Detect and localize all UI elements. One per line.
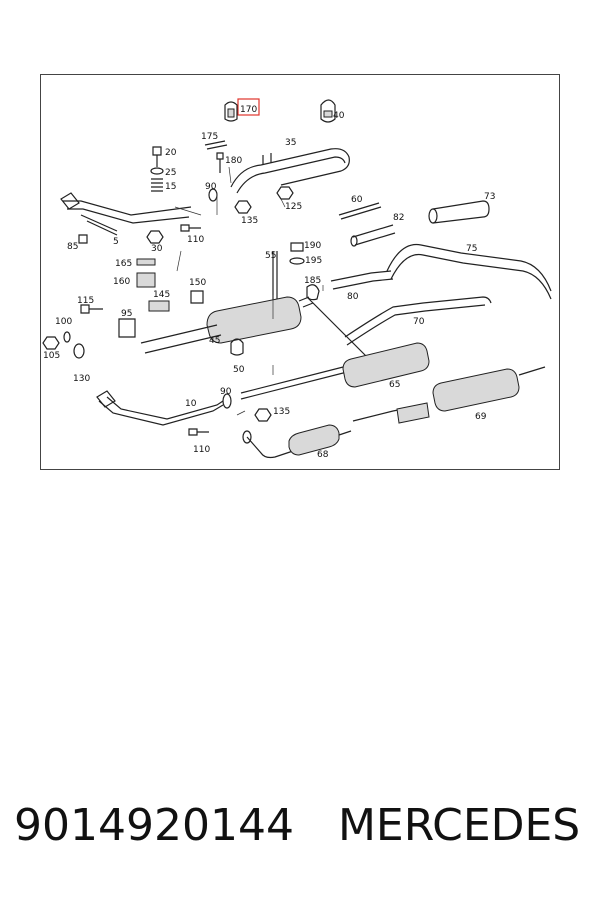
part-10-front-pipe[interactable] (96, 390, 224, 426)
callout-125[interactable]: 125 (285, 202, 302, 212)
callout-145[interactable]: 145 (153, 290, 170, 300)
callout-10[interactable]: 10 (185, 399, 197, 409)
part-5-downpipe[interactable] (60, 192, 192, 236)
part-69-rear-muffler[interactable] (352, 366, 546, 424)
part-170-clamp[interactable] (224, 101, 238, 122)
callout-135-upper[interactable]: 135 (241, 216, 258, 226)
part-50-clamp[interactable] (230, 338, 244, 356)
callout-55[interactable]: 55 (265, 251, 276, 261)
part-195-seal[interactable] (289, 257, 305, 265)
exhaust-parts-diagram: 170 40 175 35 20 180 25 90 15 125 60 73 … (40, 74, 560, 470)
part-130-gasket[interactable] (73, 343, 85, 359)
part-135-nut-upper[interactable] (234, 200, 252, 214)
callout-95[interactable]: 95 (121, 309, 132, 319)
part-90-ring-lower[interactable] (222, 393, 232, 409)
callout-135-lower[interactable]: 135 (273, 407, 290, 417)
callout-60[interactable]: 60 (351, 195, 363, 205)
part-70-rear-pipe[interactable] (344, 296, 492, 346)
callout-73[interactable]: 73 (484, 192, 495, 202)
callout-65[interactable]: 65 (389, 380, 400, 390)
callout-170[interactable]: 170 (240, 105, 257, 115)
part-150-clip[interactable] (190, 290, 204, 304)
callout-190[interactable]: 190 (304, 241, 321, 251)
part-25-washer[interactable] (150, 167, 164, 175)
part-105-nut[interactable] (42, 336, 60, 350)
part-68-catalytic-converter[interactable] (242, 424, 352, 459)
callout-150[interactable]: 150 (189, 278, 206, 288)
callout-70[interactable]: 70 (413, 317, 425, 327)
callout-50[interactable]: 50 (233, 365, 245, 375)
part-number: 9014920144 (14, 800, 294, 851)
brand-name: MERCEDES (337, 800, 581, 851)
callout-40[interactable]: 40 (333, 111, 345, 121)
part-35-front-pipe[interactable] (230, 148, 350, 194)
part-95-gasket[interactable] (118, 318, 136, 338)
callout-68[interactable]: 68 (317, 450, 329, 460)
part-82-pipe[interactable] (350, 224, 396, 247)
part-110-bolt-lower[interactable] (188, 428, 209, 436)
callout-90-upper[interactable]: 90 (205, 182, 217, 192)
part-80-mid-pipe[interactable] (330, 270, 394, 290)
callout-130[interactable]: 130 (73, 374, 90, 384)
callout-85[interactable]: 85 (67, 242, 78, 252)
callout-5[interactable]: 5 (113, 237, 119, 247)
callout-165[interactable]: 165 (115, 259, 132, 269)
callout-160[interactable]: 160 (113, 277, 130, 287)
callout-175[interactable]: 175 (201, 132, 218, 142)
callout-90-lower[interactable]: 90 (220, 387, 232, 397)
part-175-strap[interactable] (204, 140, 228, 150)
callout-45[interactable]: 45 (209, 336, 220, 346)
part-15-spring[interactable] (151, 178, 163, 192)
callout-25[interactable]: 25 (165, 168, 176, 178)
product-caption: 9014920144 MERCEDES (14, 800, 594, 860)
part-190-plug[interactable] (290, 242, 304, 252)
callout-80[interactable]: 80 (347, 292, 359, 302)
part-160-bracket[interactable] (136, 272, 156, 288)
leader-lines (174, 166, 324, 416)
callout-115[interactable]: 115 (77, 296, 94, 306)
part-73-tailpipe[interactable] (428, 200, 490, 224)
part-20-bolt[interactable] (152, 146, 162, 167)
callout-100[interactable]: 100 (55, 317, 72, 327)
callout-69[interactable]: 69 (475, 412, 487, 422)
part-45-front-muffler[interactable] (140, 296, 368, 358)
part-110-bolt-upper[interactable] (180, 224, 201, 232)
callout-15[interactable]: 15 (165, 182, 176, 192)
part-145-hanger[interactable] (148, 300, 170, 312)
callout-105[interactable]: 105 (43, 351, 60, 361)
part-40-clamp[interactable] (320, 99, 336, 123)
part-30-nut[interactable] (146, 230, 164, 244)
diagram-canvas: 170 40 175 35 20 180 25 90 15 125 60 73 … (42, 98, 552, 460)
part-135-nut-lower[interactable] (254, 408, 272, 422)
callout-82[interactable]: 82 (393, 213, 404, 223)
part-165-bracket[interactable] (136, 258, 156, 266)
callout-110-lower[interactable]: 110 (193, 445, 210, 455)
highlight-box-170 (237, 98, 260, 116)
callout-195[interactable]: 195 (305, 256, 322, 266)
part-125-nut[interactable] (276, 186, 294, 200)
part-85-bolt[interactable] (78, 234, 88, 244)
part-65-center-muffler[interactable] (240, 342, 430, 400)
callout-185[interactable]: 185 (304, 276, 321, 286)
part-75-rear-pipe[interactable] (386, 243, 552, 300)
callout-35[interactable]: 35 (285, 138, 296, 148)
callout-110-upper[interactable]: 110 (187, 235, 204, 245)
callout-75[interactable]: 75 (466, 244, 477, 254)
part-180-bolt[interactable] (216, 152, 224, 173)
part-100-washer[interactable] (63, 331, 71, 343)
part-115-bolt[interactable] (80, 304, 103, 314)
part-60-cable-tie[interactable] (338, 202, 382, 220)
callout-180[interactable]: 180 (225, 156, 242, 166)
callout-30[interactable]: 30 (151, 244, 163, 254)
callout-20[interactable]: 20 (165, 148, 177, 158)
